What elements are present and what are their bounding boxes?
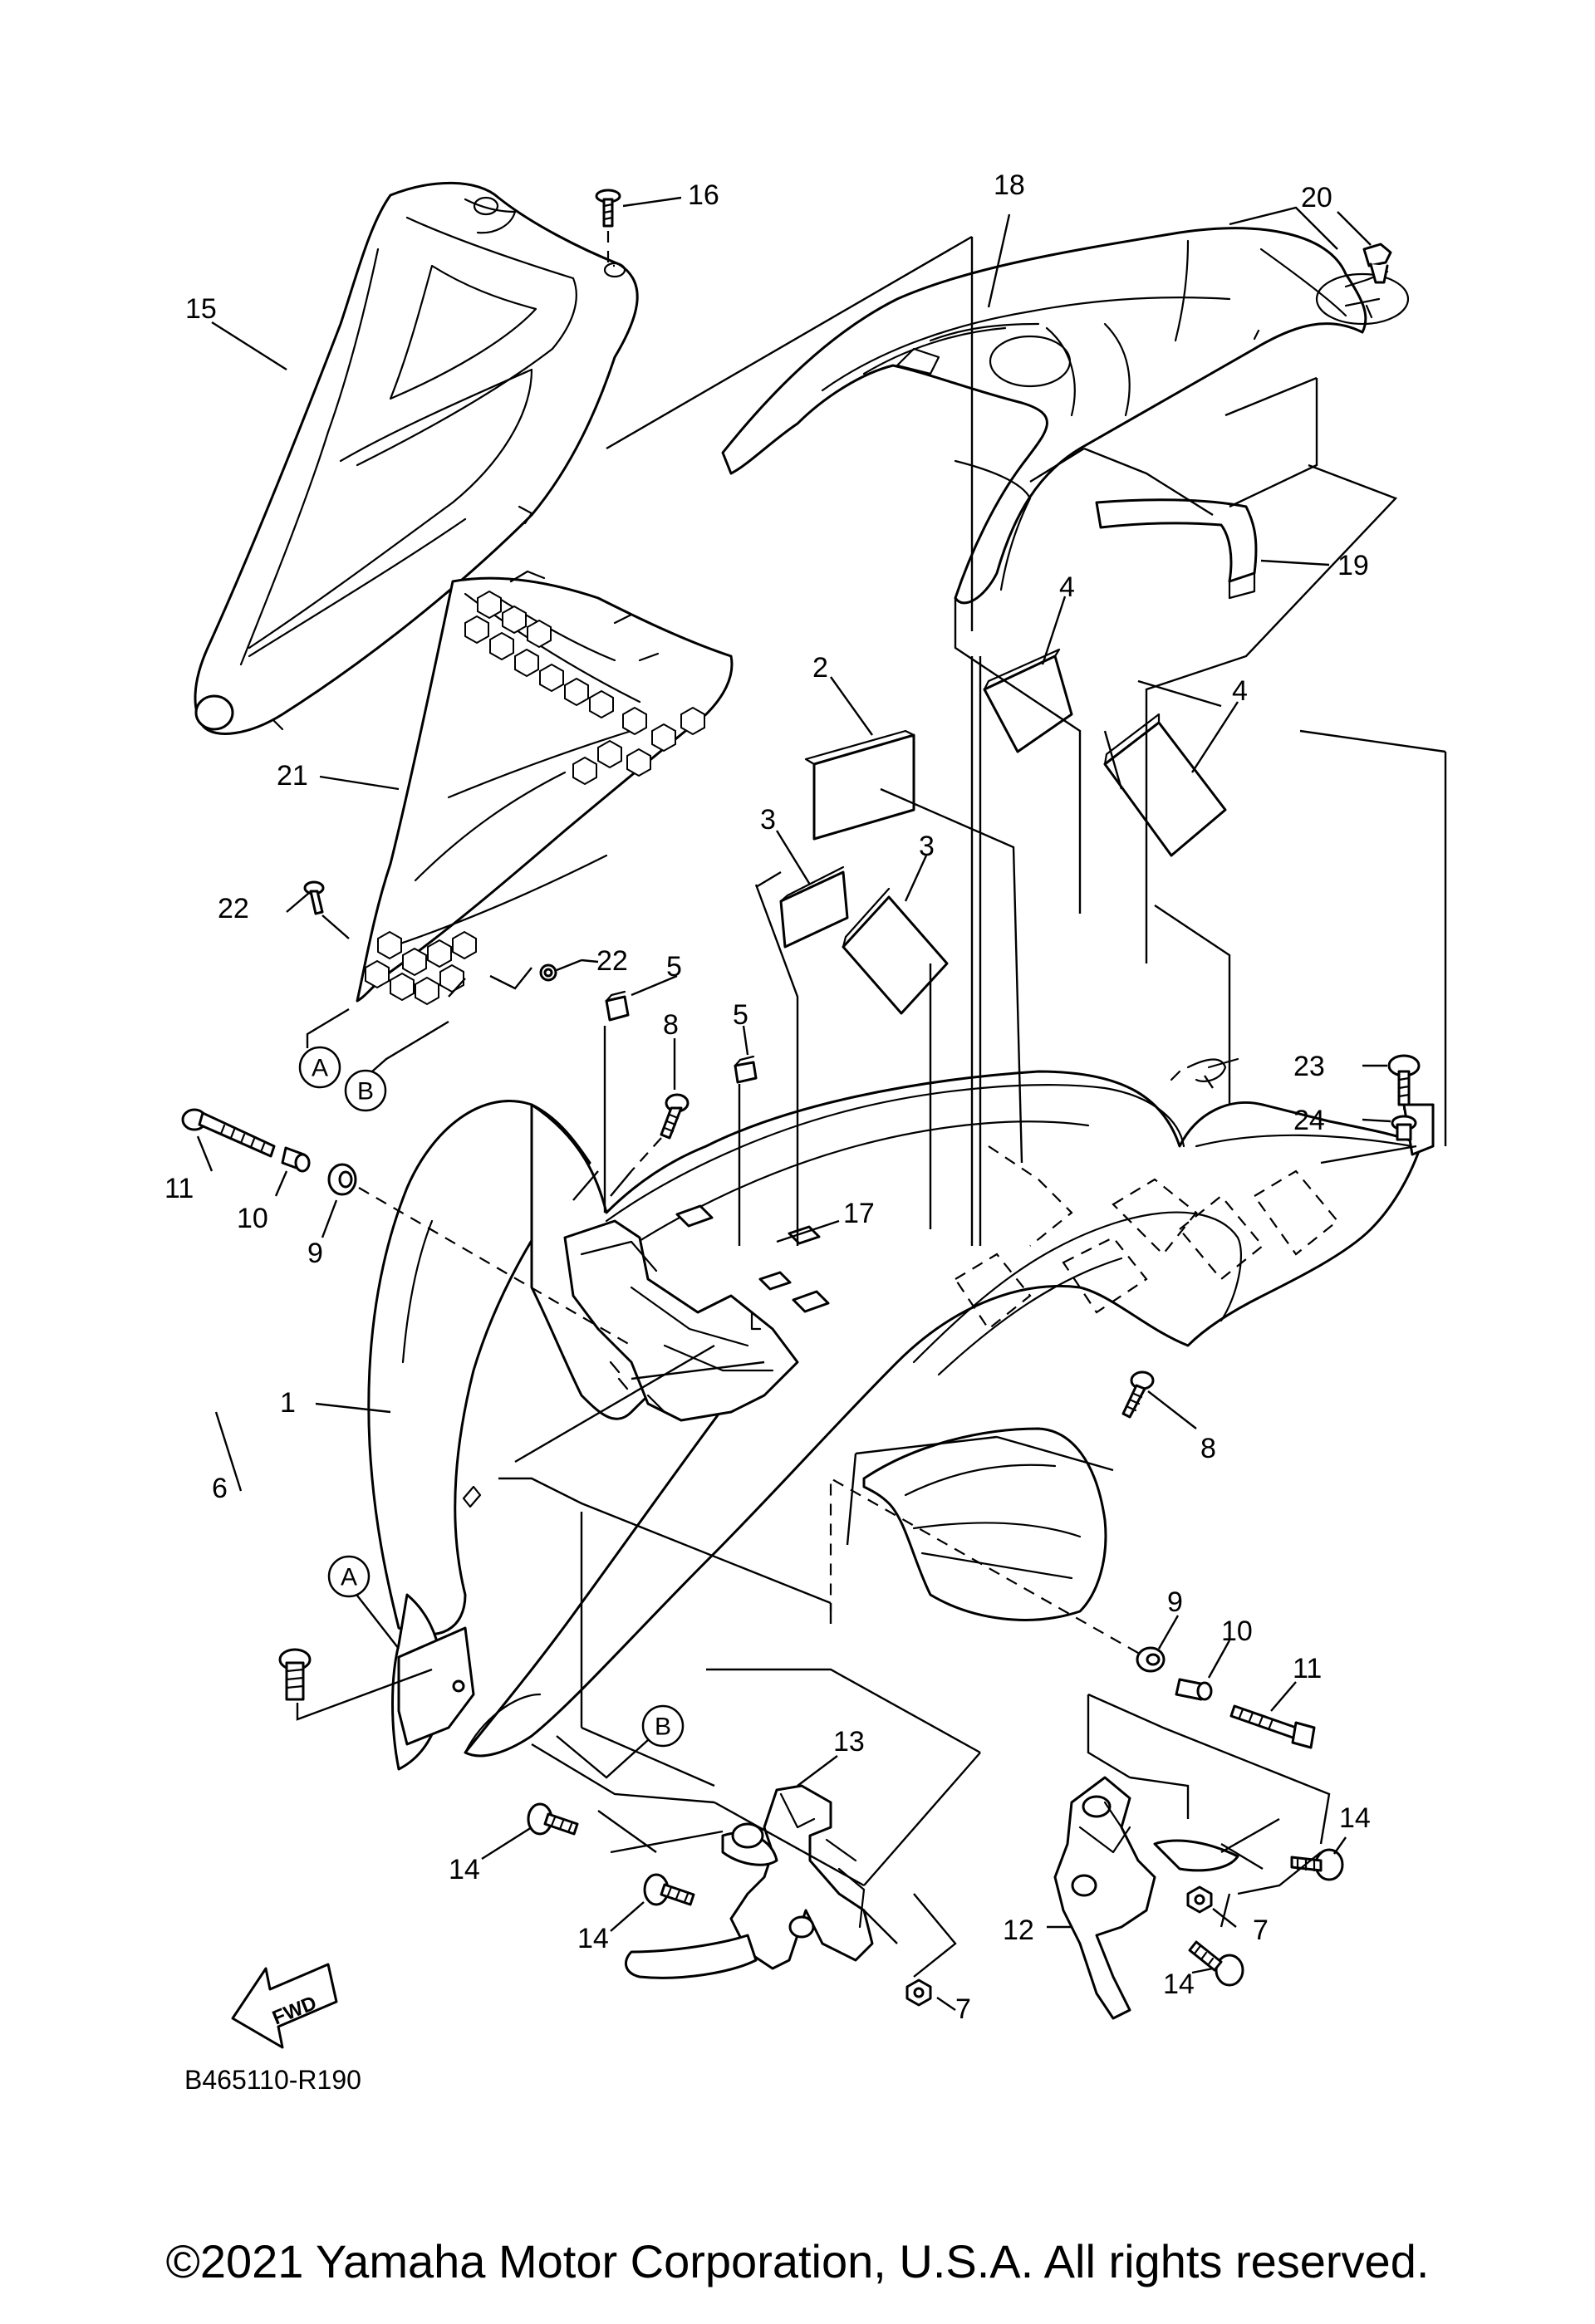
nut-part-7-left	[905, 1978, 932, 2007]
callout-8-upper: 8	[663, 1009, 679, 1041]
pad-part-3-right	[842, 887, 949, 1015]
callout-9-left: 9	[307, 1238, 323, 1269]
fender-part-1	[367, 1057, 1435, 1771]
bolt-part-23	[1387, 1054, 1421, 1106]
bolt-part-14-c	[1290, 1848, 1344, 1881]
callout-11-left: 11	[164, 1173, 194, 1204]
clip-part-5-right	[734, 1055, 758, 1084]
reference-marker-b-top: B	[344, 1069, 387, 1112]
grille-mesh	[365, 590, 705, 1006]
callout-14-c: 14	[1339, 1802, 1371, 1834]
callout-8-lower: 8	[1200, 1433, 1216, 1464]
callout-12: 12	[1003, 1915, 1034, 1946]
front-cowl-part-15	[194, 181, 639, 735]
callout-7-left: 7	[955, 1993, 971, 2025]
callout-1: 1	[280, 1387, 296, 1419]
guide-9-right	[829, 1477, 1139, 1654]
nut-part-7-right	[1186, 1885, 1213, 1914]
callout-2: 2	[812, 652, 828, 684]
top-panel-part-18	[721, 227, 1410, 605]
callout-15: 15	[185, 293, 217, 325]
pad-part-2	[804, 729, 915, 841]
collar-part-10-right	[1175, 1678, 1213, 1701]
callout-3-right: 3	[919, 831, 935, 862]
callout-14-a: 14	[449, 1854, 480, 1885]
marker-lines-top	[306, 1008, 449, 1072]
callout-16: 16	[688, 179, 719, 211]
bolt-part-14-b	[643, 1873, 695, 1906]
callout-9-right: 9	[1167, 1586, 1183, 1618]
callout-3-left: 3	[760, 804, 776, 836]
bolt-part-8-upper	[631, 1093, 690, 1172]
callout-4-left: 4	[1059, 571, 1075, 603]
callout-24: 24	[1293, 1105, 1325, 1136]
reference-marker-a-top: A	[298, 1046, 341, 1089]
callout-10-left: 10	[237, 1203, 268, 1234]
callout-labels: 15 16 18 20 19 4 4 2 3 3 21 22 22 5 5 8 …	[164, 169, 1371, 2025]
grommet-part-9-right	[1136, 1646, 1166, 1673]
reference-marker-a-left: A	[327, 1555, 371, 1598]
pad-part-4-right	[1103, 713, 1227, 857]
callout-4-right: 4	[1232, 675, 1248, 707]
callout-21: 21	[277, 760, 308, 792]
grommet-part-9-left	[327, 1163, 357, 1196]
callout-7-right: 7	[1253, 1915, 1269, 1946]
clip-part-20	[1362, 243, 1392, 284]
callout-13: 13	[833, 1726, 865, 1758]
reference-marker-b-bottom: B	[641, 1704, 685, 1748]
pad-part-3-left	[779, 865, 849, 949]
callout-19: 19	[1337, 550, 1369, 581]
callout-17: 17	[843, 1198, 875, 1229]
callout-14-d: 14	[1163, 1969, 1195, 2000]
screw-part-22-left	[303, 880, 350, 939]
bolt-part-14-a	[527, 1802, 579, 1836]
svg-text:A: A	[312, 1055, 328, 1082]
svg-text:B: B	[655, 1714, 671, 1741]
callout-11-right: 11	[1293, 1653, 1322, 1684]
leader-lines	[196, 196, 1391, 2011]
callout-18: 18	[994, 169, 1025, 201]
collar-part-10-left	[281, 1146, 311, 1173]
bracket-part-12	[1053, 1776, 1239, 2020]
marker-line-b-bottom	[556, 1735, 649, 1779]
callout-5-lower: 5	[733, 999, 748, 1031]
marker-line-a-left	[356, 1595, 400, 1650]
callout-6: 6	[212, 1473, 228, 1504]
bolt-part-11-right	[1229, 1704, 1316, 1749]
bolt-part-11-left	[181, 1108, 276, 1158]
collar-part-24	[1391, 1115, 1417, 1141]
copyright-notice: ©2021 Yamaha Motor Corporation, U.S.A. A…	[165, 2235, 1430, 2287]
screw-part-16	[595, 189, 621, 267]
grille-part-21	[356, 570, 734, 1006]
bolt-part-6	[278, 1648, 433, 1721]
strip-part-19	[1095, 498, 1258, 600]
callout-22-right: 22	[596, 945, 628, 977]
fwd-arrow-icon: FWD	[231, 1963, 338, 2049]
svg-text:A: A	[341, 1564, 357, 1591]
guide-9-left	[358, 1187, 632, 1346]
callout-22-left: 22	[218, 893, 249, 924]
callout-23: 23	[1293, 1051, 1325, 1082]
callout-14-b: 14	[577, 1923, 609, 1954]
callout-5-upper: 5	[666, 951, 682, 983]
screw-part-22-right	[539, 959, 582, 982]
svg-text:B: B	[357, 1078, 374, 1106]
bolt-part-8-lower	[1121, 1370, 1155, 1419]
bolt-part-14-d	[1188, 1940, 1244, 1987]
drawing-code: B465110-R190	[184, 2065, 361, 2095]
pad-part-4-left	[983, 648, 1073, 753]
clip-part-5-left	[605, 990, 630, 1022]
callout-10-right: 10	[1221, 1616, 1253, 1647]
callout-20: 20	[1301, 182, 1332, 213]
guide-lines	[498, 206, 1447, 1978]
